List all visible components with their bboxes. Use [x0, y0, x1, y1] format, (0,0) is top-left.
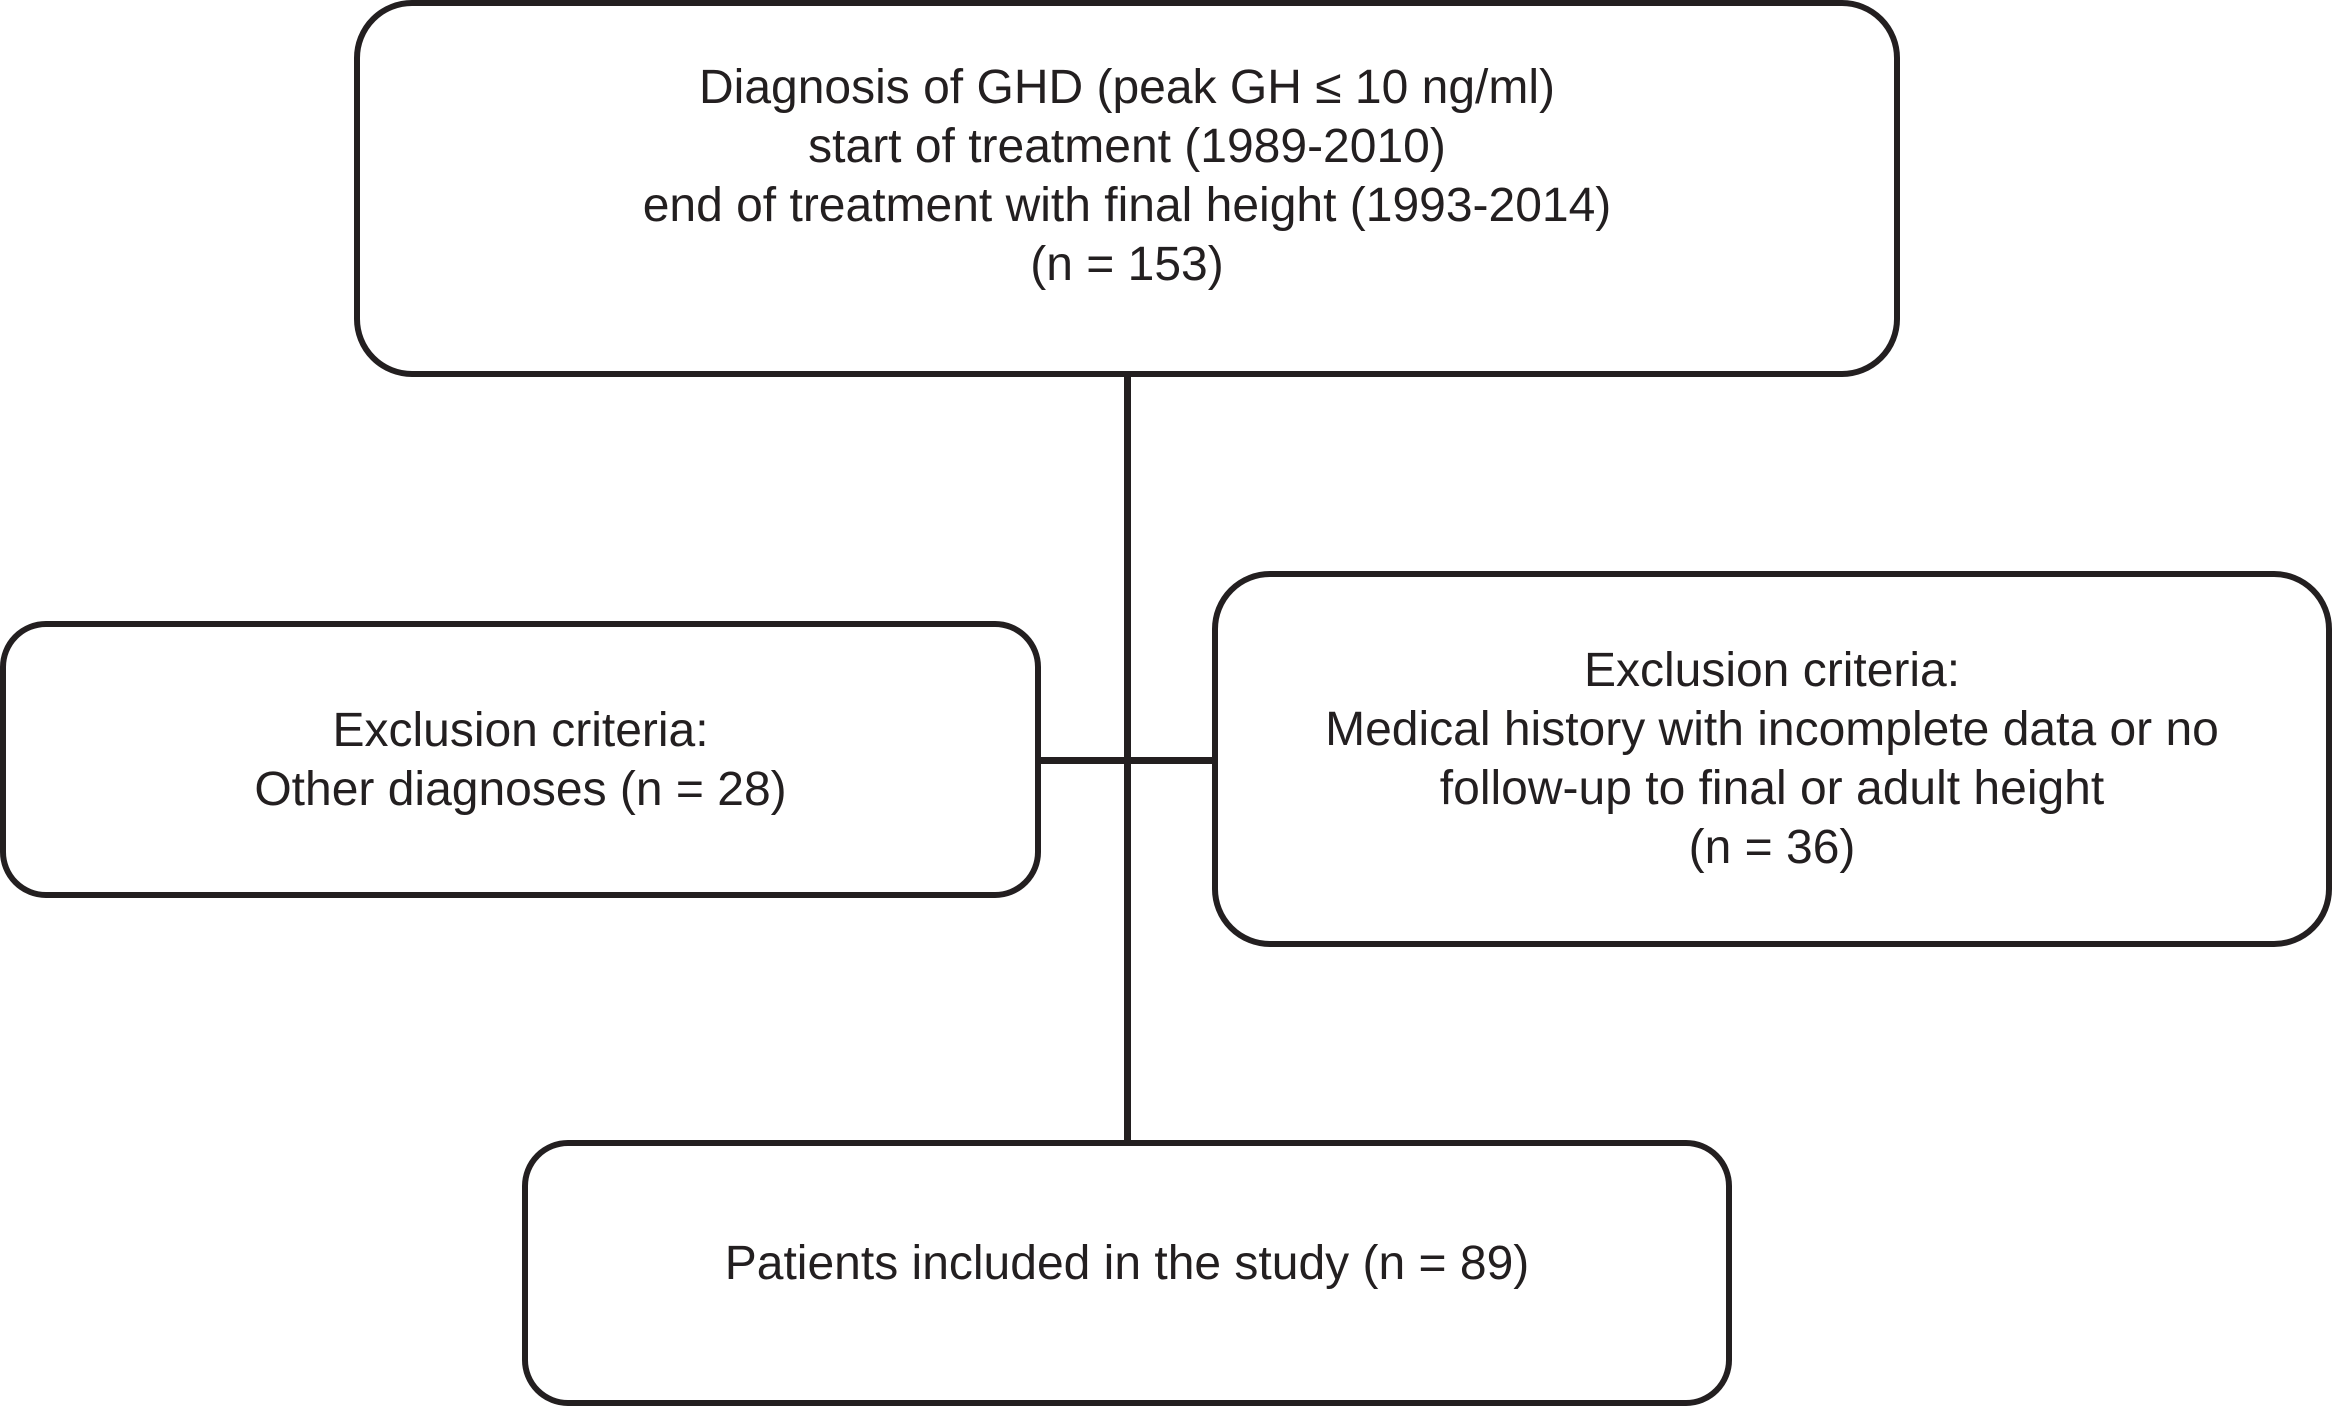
exclusion-reason-line-2: follow-up to final or adult height: [1439, 762, 2105, 815]
flow-box-included-patients: Patients included in the study (n = 89): [522, 1140, 1732, 1406]
exclusion-heading: Exclusion criteria:: [1583, 644, 1961, 697]
exclusion-heading: Exclusion criteria:: [332, 703, 709, 757]
exclusion-reason-line-1: Medical history with incomplete data or …: [1325, 703, 2219, 756]
treatment-start-line: start of treatment (1989-2010): [808, 119, 1446, 173]
treatment-end-line: end of treatment with final height (1993…: [642, 178, 1612, 232]
exclusion-incomplete-data-count: (n = 36): [1688, 821, 1856, 874]
total-count-line: (n = 153): [1030, 237, 1224, 291]
exclusion-other-diagnoses-count: Other diagnoses (n = 28): [254, 762, 787, 816]
included-patients-count: Patients included in the study (n = 89): [724, 1236, 1530, 1290]
flow-box-exclusion-incomplete-data: Exclusion criteria: Medical history with…: [1212, 571, 2332, 947]
right-branch-connector: [1128, 757, 1217, 764]
flow-box-exclusion-other-diagnoses: Exclusion criteria: Other diagnoses (n =…: [0, 621, 1041, 898]
flow-box-diagnosis: Diagnosis of GHD (peak GH ≤ 10 ng/ml) st…: [354, 0, 1900, 377]
left-branch-connector: [1038, 757, 1128, 764]
diagnosis-line: Diagnosis of GHD (peak GH ≤ 10 ng/ml): [699, 60, 1555, 114]
